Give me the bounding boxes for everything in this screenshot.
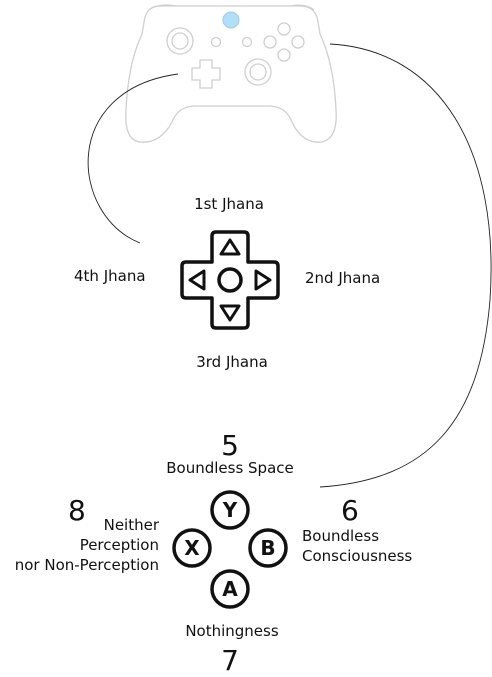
a-button-icon [210, 569, 250, 609]
face-buttons-connector-line [319, 43, 492, 488]
x-button-label-line3: nor Non-Perception [14, 556, 159, 574]
x-button-glyph: X [184, 536, 200, 560]
x-button-number: 8 [68, 494, 86, 527]
b-button-number: 6 [341, 494, 359, 527]
dpad-icon [180, 230, 280, 330]
gamepad-icon [125, 4, 337, 143]
b-button-glyph: B [260, 536, 275, 560]
dpad-down-label: 3rd Jhana [196, 353, 268, 371]
y-button-label: Boundless Space [166, 459, 294, 477]
dpad-right-arrow-icon [254, 269, 272, 291]
b-button-icon [248, 528, 288, 568]
y-button-icon [210, 490, 250, 530]
y-button-number: 5 [221, 429, 239, 462]
x-button-icon [172, 528, 212, 568]
x-button-label: Neither Perception nor Non-Perception [15, 515, 159, 575]
dpad-down-arrow-icon [219, 304, 241, 322]
x-button-label-line2: Perception [79, 536, 159, 554]
dpad-connector-line [87, 73, 179, 244]
dpad-right-label: 2nd Jhana [305, 269, 381, 287]
dpad-up-label: 1st Jhana [194, 195, 264, 213]
b-button-label-line2: Consciousness [302, 547, 413, 565]
dpad-left-label: 4th Jhana [74, 267, 146, 285]
b-button-label: Boundless Consciousness [302, 526, 412, 566]
x-button-label-line1: Neither [103, 516, 159, 534]
a-button-glyph: A [222, 577, 238, 601]
a-button-number: 7 [221, 644, 239, 677]
guide-button-icon [222, 11, 240, 29]
b-button-label-line1: Boundless [302, 527, 380, 545]
dpad-left-arrow-icon [188, 269, 206, 291]
dpad-up-arrow-icon [219, 238, 241, 256]
y-button-glyph: Y [222, 498, 238, 522]
a-button-label: Nothingness [185, 622, 279, 640]
